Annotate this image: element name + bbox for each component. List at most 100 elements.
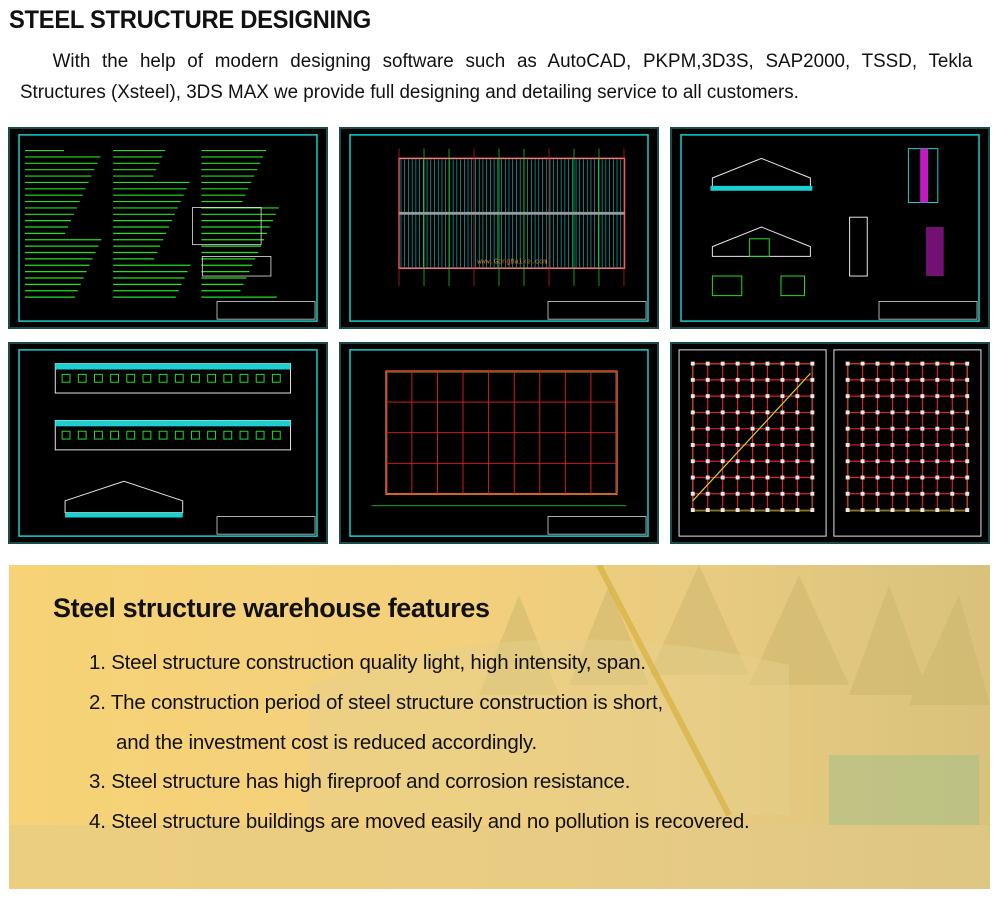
column: [860, 508, 865, 513]
window: [223, 373, 233, 383]
column: [690, 394, 695, 399]
cad-drawing-elevation-details: [670, 127, 990, 329]
column: [690, 491, 695, 496]
column: [795, 410, 800, 415]
column: [720, 410, 725, 415]
column: [690, 377, 695, 382]
window: [207, 373, 217, 383]
column: [795, 459, 800, 464]
column: [950, 361, 955, 366]
column: [765, 377, 770, 382]
column: [845, 377, 850, 382]
window: [271, 373, 281, 383]
column: [845, 426, 850, 431]
column: [720, 508, 725, 513]
column: [905, 361, 910, 366]
column: [905, 491, 910, 496]
column: [780, 394, 785, 399]
column: [720, 443, 725, 447]
column: [720, 459, 725, 464]
column: [690, 508, 695, 513]
column: [890, 459, 895, 464]
column: [920, 377, 925, 382]
title-block: [547, 301, 647, 320]
column: [965, 508, 970, 513]
column: [950, 426, 955, 431]
column: [890, 443, 895, 447]
column: [935, 377, 940, 382]
column: [705, 394, 710, 399]
drawing-frame: [18, 349, 318, 537]
column: [705, 410, 710, 415]
column: [905, 410, 910, 415]
column: [705, 508, 710, 513]
feature-item: 1. Steel structure construction quality …: [89, 651, 646, 674]
column: [750, 508, 755, 513]
column: [905, 443, 910, 447]
column: [795, 443, 800, 447]
column: [765, 394, 770, 399]
window: [142, 430, 152, 440]
column: [765, 426, 770, 431]
column: [950, 508, 955, 513]
window: [191, 430, 200, 440]
column: [750, 394, 755, 399]
column: [965, 491, 970, 496]
window: [271, 430, 281, 440]
window: [239, 430, 249, 440]
column: [780, 459, 785, 464]
column: [720, 394, 725, 399]
column: [905, 459, 910, 464]
column: [920, 361, 925, 366]
column: [750, 361, 755, 366]
detail: [926, 227, 944, 277]
column: [795, 491, 800, 496]
column: [935, 475, 940, 480]
column: [795, 475, 800, 480]
column: [705, 377, 710, 382]
column: [810, 377, 815, 382]
column: [905, 377, 910, 382]
column: [935, 410, 940, 415]
column: [965, 475, 970, 480]
column: [810, 475, 815, 480]
column: [735, 508, 740, 513]
title-block: [547, 516, 647, 535]
column: [720, 475, 725, 480]
column: [875, 475, 880, 480]
window: [61, 373, 71, 383]
elevation: [711, 157, 811, 189]
column: [705, 426, 710, 431]
column: [765, 491, 770, 496]
window: [61, 430, 71, 440]
column: [795, 361, 800, 366]
column: [810, 394, 815, 399]
column: [965, 459, 970, 464]
gable: [64, 480, 184, 514]
window: [77, 373, 87, 383]
column: [860, 410, 865, 415]
column: [875, 491, 880, 496]
column: [720, 491, 725, 496]
column: [875, 410, 880, 415]
column: [705, 361, 710, 366]
window: [110, 430, 119, 440]
column: [935, 443, 940, 447]
window: [126, 373, 136, 383]
window: [174, 373, 184, 383]
column: [780, 410, 785, 415]
column: [750, 410, 755, 415]
column: [765, 508, 770, 513]
feature-item: 4. Steel structure buildings are moved e…: [89, 810, 750, 833]
column: [860, 394, 865, 399]
column: [860, 426, 865, 431]
cad-drawing-elevations: [8, 342, 328, 544]
column: [890, 394, 895, 399]
column: [860, 459, 865, 464]
column: [735, 410, 740, 415]
base: [65, 512, 183, 518]
column: [905, 394, 910, 399]
column: [735, 377, 740, 382]
features-panel: Steel structure warehouse features 1. St…: [9, 565, 990, 889]
elevation: [711, 226, 811, 257]
